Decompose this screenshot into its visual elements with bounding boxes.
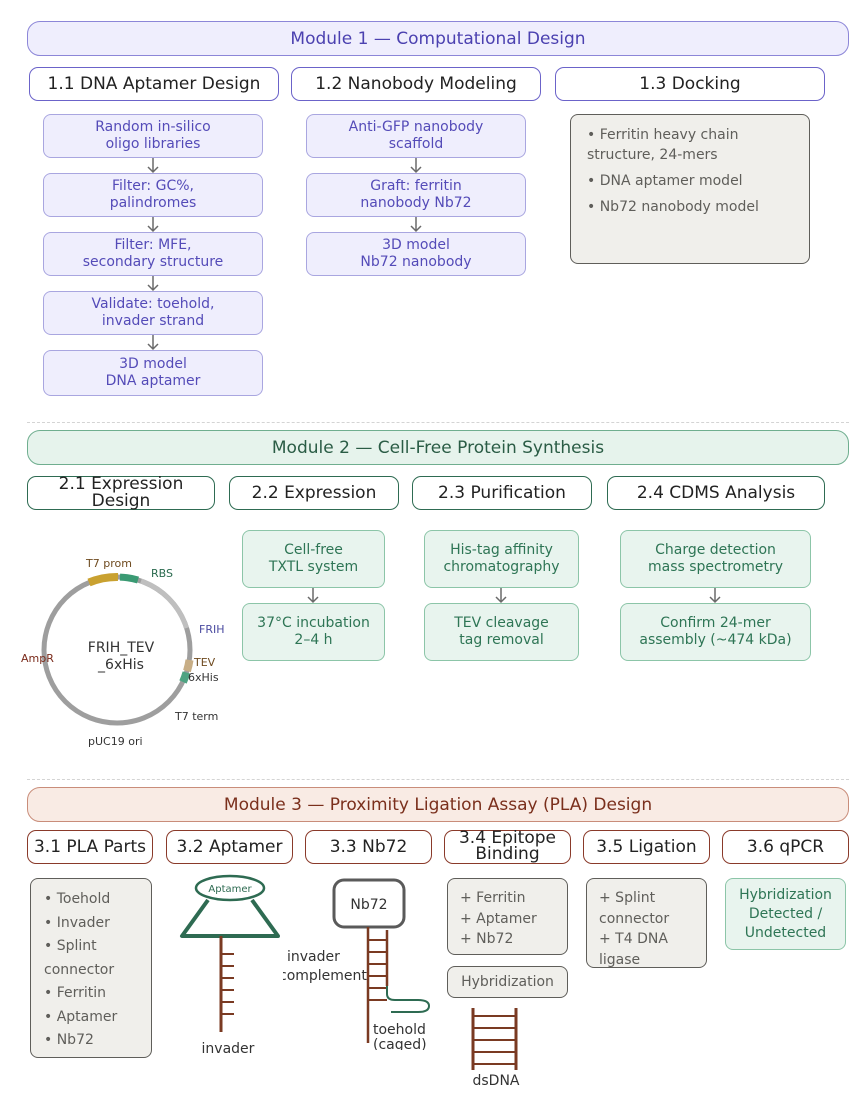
module1-title: Module 1 — Computational Design: [290, 28, 586, 49]
ligation-item: ligase: [599, 951, 641, 968]
module1-sub-nanobody-modeling: 1.2 Nanobody Modeling: [291, 67, 541, 101]
docking-item: • Nb72 nanobody model: [587, 199, 759, 215]
module2-title: Module 2 — Cell-Free Protein Synthesis: [271, 437, 605, 458]
module1-arrows: [147, 158, 422, 351]
pla-part-item: connector: [44, 961, 115, 978]
pla-parts-box: • Toehold • Invader • Splint connector •…: [30, 878, 152, 1058]
nb72-box-label: Nb72: [350, 897, 387, 913]
module1-sub-docking: 1.3 Docking: [555, 67, 825, 101]
hybridization-box: Hybridization: [447, 966, 568, 998]
epitope-binding-box: + Ferritin + Aptamer + Nb72: [447, 878, 568, 955]
rbs-label: RBS: [151, 567, 173, 580]
epitope-item: + Nb72: [460, 931, 514, 947]
aptamer-cone: [180, 898, 280, 938]
aptamer-step-3: Filter: MFE,secondary structure: [43, 232, 263, 276]
frih-feature: [140, 578, 189, 629]
aptamer-step-2: Filter: GC%,palindromes: [43, 173, 263, 217]
pla-part-item: • Invader: [44, 914, 110, 931]
pla-part-item: • Aptamer: [44, 1008, 118, 1025]
ori-label: pUC19 ori: [88, 735, 143, 748]
ligation-box: + Splint connector + T4 DNA ligase: [586, 878, 707, 968]
toehold-label-2: (caged): [373, 1037, 427, 1050]
aptamer-top-label: Aptamer: [208, 884, 252, 895]
epitope-item: + Ferritin: [460, 890, 526, 906]
module3-sub-aptamer: 3.2 Aptamer: [166, 830, 293, 864]
t7-term-label: T7 term: [174, 710, 218, 723]
frih-label: FRIH: [199, 623, 225, 636]
module2-arrows: [307, 588, 721, 604]
ligation-item: connector: [599, 910, 670, 927]
his-tag-feature: [179, 671, 191, 684]
module3-sub-nb72: 3.3 Nb72: [305, 830, 432, 864]
aptamer-loop: [194, 874, 266, 902]
hybridization-label: Hybridization: [461, 973, 554, 990]
module1-banner: Module 1 — Computational Design: [27, 21, 849, 56]
module3-sub-qpcr: 3.6 qPCR: [722, 830, 849, 864]
pla-part-item: • Splint: [44, 938, 97, 954]
module3-sub-pla-parts: 3.1 PLA Parts: [27, 830, 153, 864]
pla-part-item: • Ferritin: [44, 985, 107, 1001]
module2-sub-cdms: 2.4 CDMS Analysis: [607, 476, 825, 510]
docking-box: • Ferritin heavy chain structure, 24-mer…: [570, 114, 810, 264]
plasmid-map: FRIH_TEV _6xHis T7 prom RBS FRIH TEV 6xH…: [21, 557, 225, 748]
module3-sub-epitope-binding: 3.4 Epitope Binding: [444, 830, 571, 864]
dsdna-diagram: dsDNA: [471, 1008, 520, 1089]
separator-2: [27, 779, 849, 780]
module2-sub-purification: 2.3 Purification: [412, 476, 592, 510]
tev-feature: [183, 659, 194, 673]
module3-sub-ligation: 3.5 Ligation: [583, 830, 710, 864]
invader-complement-label-1: invader: [287, 949, 340, 965]
module2-sub-expression: 2.2 Expression: [229, 476, 399, 510]
plasmid-name-line1: FRIH_TEV: [88, 640, 155, 656]
toehold-cage: [386, 986, 431, 1013]
module1-sub-aptamer-design: 1.1 DNA Aptamer Design: [29, 67, 279, 101]
docking-item: • DNA aptamer model: [587, 173, 743, 189]
module2-sub-expression-design: 2.1 Expression Design: [27, 476, 215, 510]
t7-prom-label: T7 prom: [85, 557, 132, 570]
docking-item: structure, 24-mers: [587, 147, 718, 163]
module2-banner: Module 2 — Cell-Free Protein Synthesis: [27, 430, 849, 465]
nb72-diagram: Nb72 invader complement toehold (caged): [283, 878, 431, 1050]
his-label: 6xHis: [188, 671, 219, 684]
dsdna-label: dsDNA: [472, 1073, 519, 1089]
aptamer-step-4: Validate: toehold,invader strand: [43, 291, 263, 335]
ligation-item: + Splint: [599, 890, 656, 906]
ampr-label: AmpR: [21, 652, 54, 665]
pla-part-item: • Toehold: [44, 891, 111, 907]
tev-label: TEV: [193, 656, 216, 669]
ligation-item: + T4 DNA: [599, 931, 668, 947]
t7-promoter-feature: [87, 573, 119, 587]
toehold-label-1: toehold: [373, 1022, 426, 1038]
aptamer-invader-label: invader: [202, 1041, 255, 1057]
docking-item: • Ferritin heavy chain: [587, 127, 739, 143]
invader-complement-label-2: complement: [283, 968, 367, 984]
epitope-item: + Aptamer: [460, 910, 537, 927]
aptamer-diagram: Aptamer invader: [180, 874, 280, 1057]
pla-part-item: • Nb72: [44, 1032, 94, 1048]
rbs-feature: [119, 573, 139, 584]
module3-banner: Module 3 — Proximity Ligation Assay (PLA…: [27, 787, 849, 822]
plasmid-name-line2: _6xHis: [97, 657, 144, 673]
module3-title: Module 3 — Proximity Ligation Assay (PLA…: [223, 794, 653, 815]
separator-1: [27, 422, 849, 423]
